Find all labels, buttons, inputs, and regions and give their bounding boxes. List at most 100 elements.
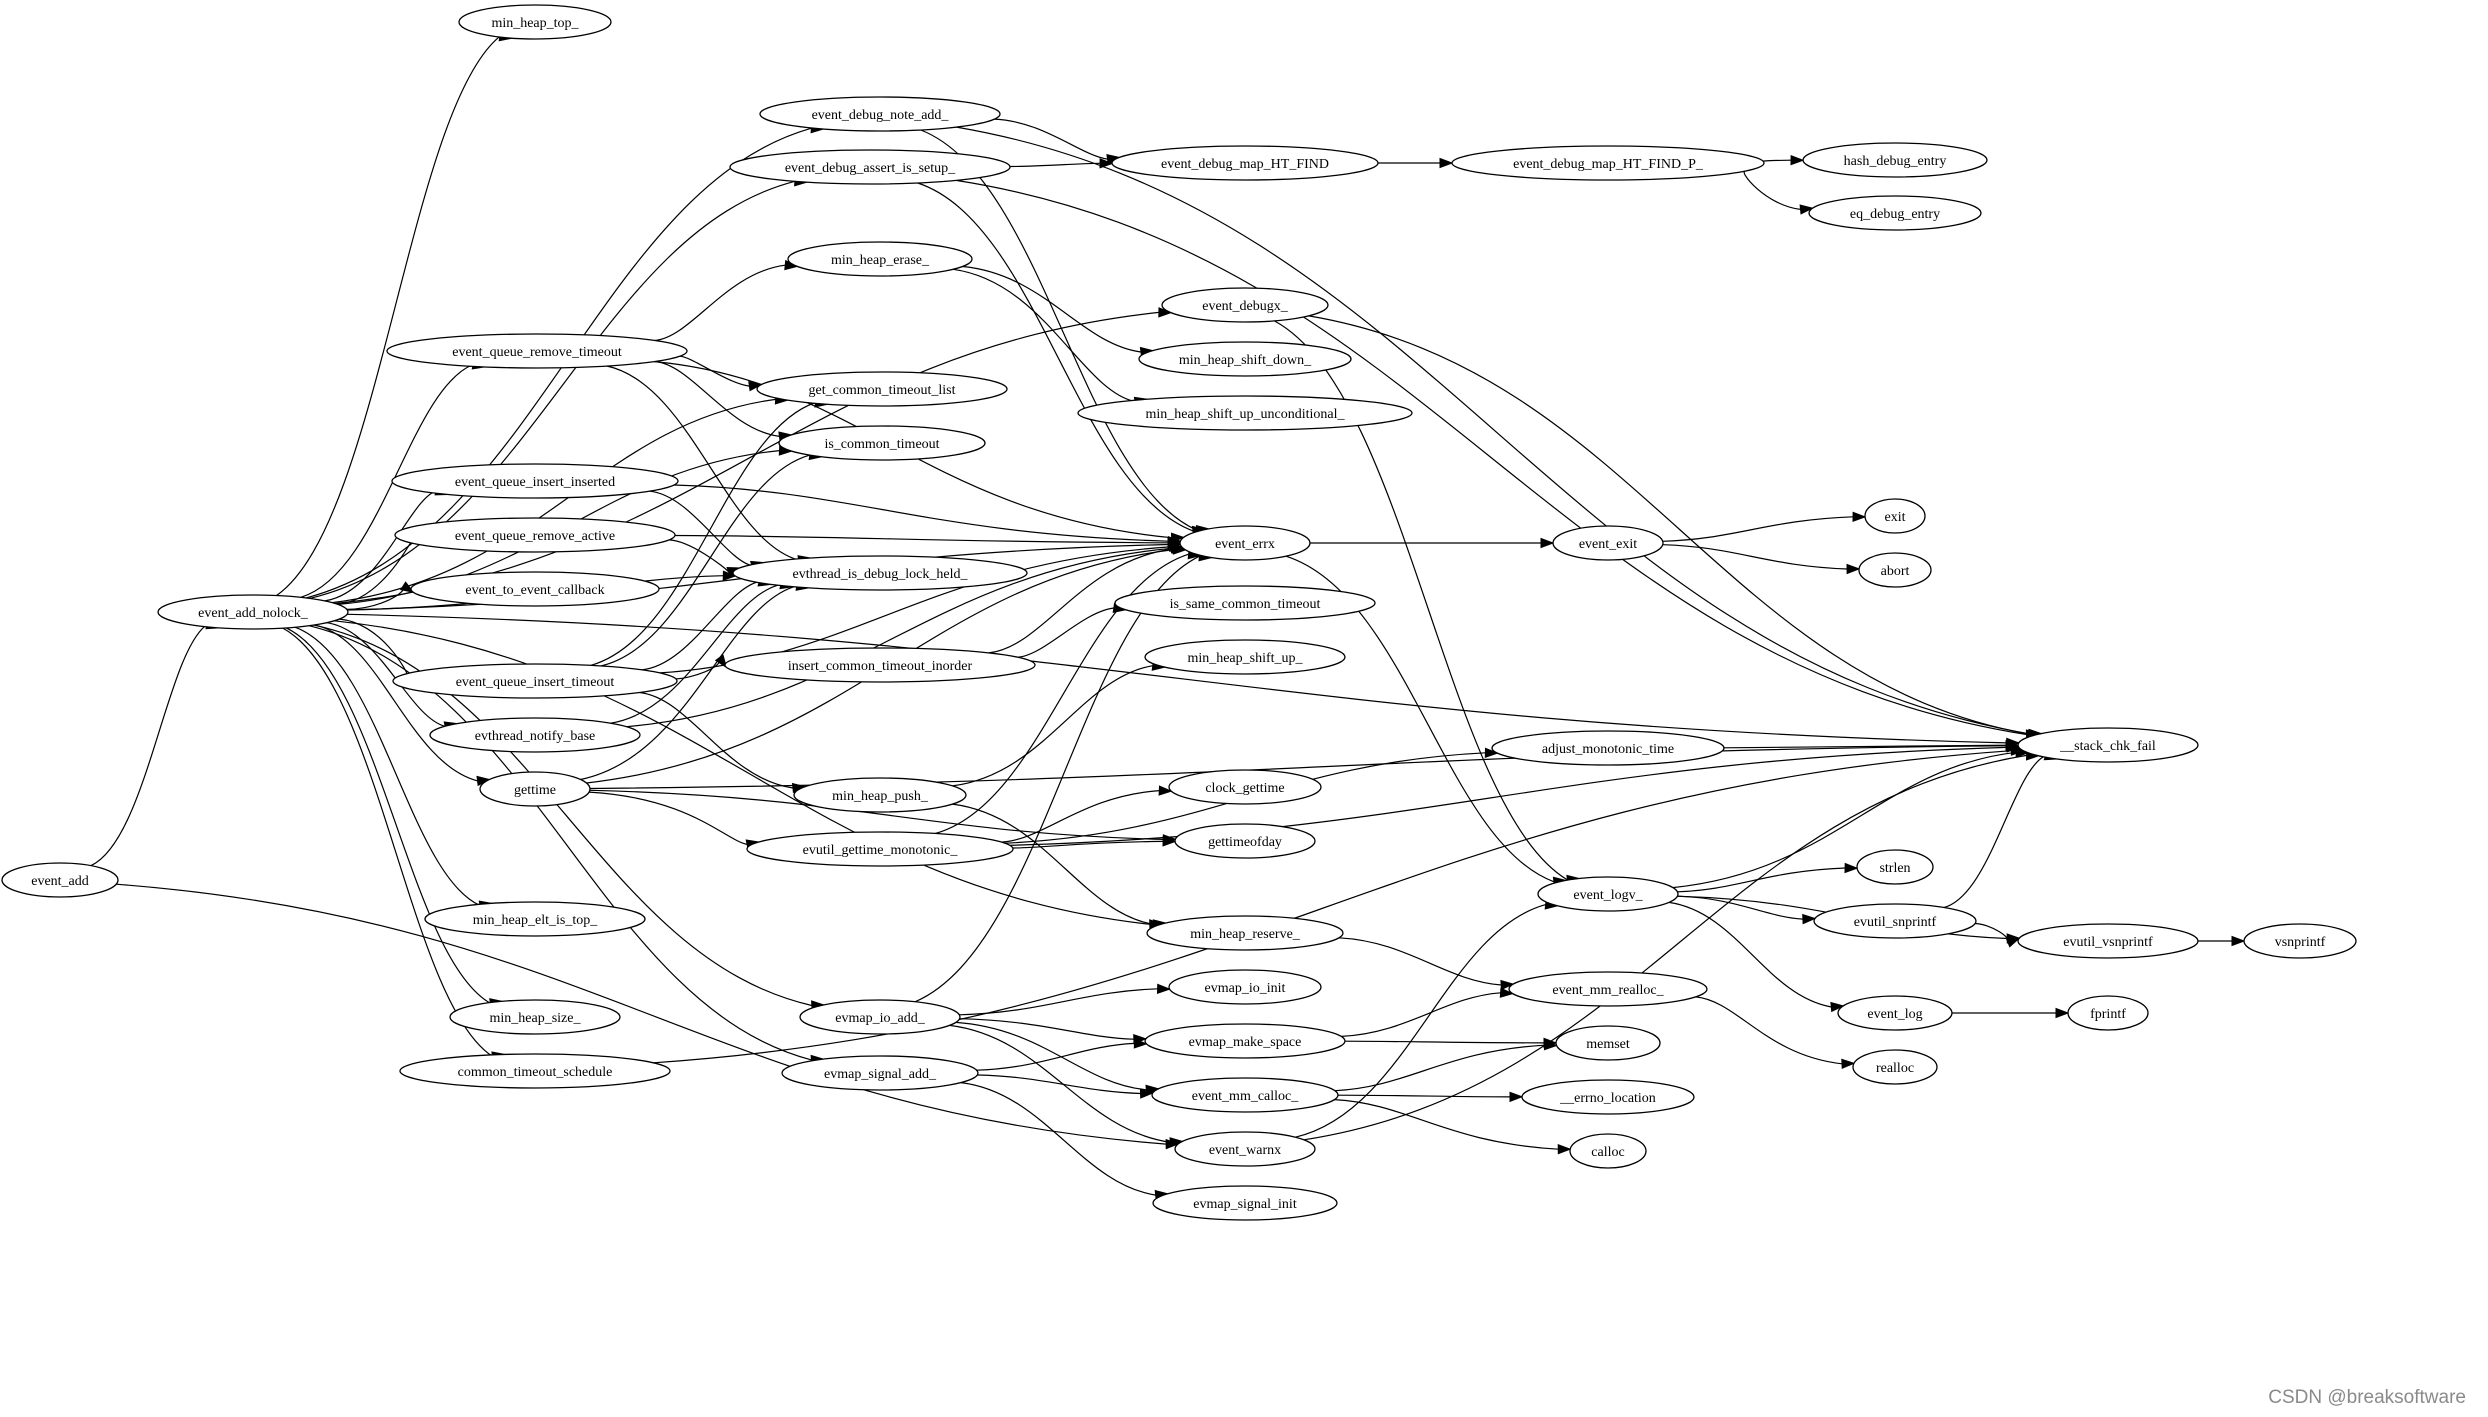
arrowhead [1844, 862, 1859, 874]
arrowhead [1790, 154, 1805, 166]
edge-evthread_notify_base-to-evthread_is_debug_lock_held_ [610, 579, 794, 724]
node-eq_debug_entry: eq_debug_entry [1808, 195, 1982, 231]
node-ellipse [756, 371, 1008, 407]
node-label: __errno_location [1559, 1091, 1656, 1106]
node-min_heap_top_: min_heap_top_ [458, 4, 612, 40]
node-ellipse [1837, 995, 1953, 1031]
edge-line [1695, 996, 1843, 1065]
arrowhead [1540, 537, 1555, 549]
node-ellipse [2243, 923, 2357, 959]
edge-line [309, 180, 796, 599]
node-label: eq_debug_entry [1850, 207, 1940, 222]
arrowhead [1499, 987, 1515, 998]
edge-line [1662, 544, 1848, 570]
node-label: vsnprintf [2275, 935, 2326, 950]
edge-event_queue_remove_timeout-to-min_heap_erase_ [654, 259, 799, 342]
node-event_logv_: event_logv_ [1537, 876, 1679, 912]
edge-line [952, 803, 1154, 925]
edge-line [955, 1021, 1147, 1091]
node-adjust_monotonic_time: adjust_monotonic_time [1491, 730, 1725, 766]
edge-line [1677, 867, 1846, 893]
edge-line [1009, 162, 1101, 168]
node-evutil_snprintf: evutil_snprintf [1813, 903, 1977, 939]
node-ellipse [1864, 498, 1926, 534]
node-event_debug_note_add_: event_debug_note_add_ [759, 96, 1001, 132]
node-vsnprintf: vsnprintf [2243, 923, 2357, 959]
edge-event_exit-to-abort [1662, 544, 1861, 575]
edge-event_add_nolock_-to-min_heap_top_ [276, 31, 514, 596]
node-label: evmap_signal_add_ [824, 1067, 937, 1082]
node-ellipse [1856, 849, 1934, 885]
edge-line [313, 624, 812, 1007]
edge-line [920, 129, 1198, 531]
arrowhead [1852, 511, 1867, 523]
edge-line [286, 627, 491, 1004]
edge-event_queue_remove_active-to-evthread_is_debug_lock_held_ [668, 539, 742, 577]
edge-event_debug_note_add_-to-event_errx [920, 129, 1211, 536]
node-label: event_exit [1579, 537, 1637, 552]
node-min_heap_size_: min_heap_size_ [449, 999, 621, 1035]
node-ellipse [1521, 1079, 1695, 1115]
node-event_queue_remove_active: event_queue_remove_active [394, 517, 676, 553]
edge-line [956, 126, 2030, 735]
edge-line [949, 1024, 1171, 1143]
edge-line [959, 1018, 1134, 1040]
node-event_add: event_add [1, 862, 119, 898]
edge-event_mm_calloc_-to-memset [1334, 1039, 1558, 1092]
edge-line [610, 583, 782, 724]
edge-line [952, 665, 1153, 787]
node-ellipse [1, 862, 119, 898]
node-ellipse [1802, 142, 1988, 178]
arrowhead [1830, 1001, 1845, 1013]
node-label: evutil_snprintf [1854, 915, 1937, 930]
edge-min_heap_reserve_-to-event_mm_realloc_ [1338, 937, 1515, 991]
edge-line [308, 625, 812, 1061]
node-min_heap_shift_down_: min_heap_shift_down_ [1138, 341, 1352, 377]
node-label: exit [1885, 510, 1906, 525]
node-ellipse [1569, 1133, 1647, 1169]
node-ellipse [391, 463, 679, 499]
edge-line [1723, 744, 2007, 749]
node-strlen: strlen [1856, 849, 1934, 885]
edge-line [673, 484, 1169, 542]
arrowhead [1509, 1091, 1524, 1103]
node-label: event_mm_calloc_ [1192, 1089, 1300, 1104]
edge-line [639, 691, 793, 789]
node-evmap_signal_add_: evmap_signal_add_ [781, 1055, 979, 1091]
node-ellipse [729, 149, 1011, 185]
edge-evmap_make_space-to-memset [1344, 1037, 1558, 1049]
arrowhead [1158, 785, 1173, 796]
node-layer: event_addevent_add_nolock_min_heap_top_e… [1, 4, 2357, 1221]
arrowhead [2010, 745, 2025, 756]
node-ellipse [1537, 876, 1679, 912]
edge-line [1943, 754, 2046, 909]
arrowhead [1802, 913, 1817, 925]
node-label: min_heap_elt_is_top_ [473, 913, 598, 928]
node-label: min_heap_size_ [490, 1011, 582, 1026]
node-is_common_timeout: is_common_timeout [778, 425, 986, 461]
node-event_debugx_: event_debugx_ [1161, 287, 1329, 323]
node-label: event_debug_map_HT_FIND_P_ [1513, 157, 1704, 172]
arrowhead [1841, 1058, 1856, 1070]
node-label: common_timeout_schedule [458, 1065, 613, 1080]
node-ellipse [479, 771, 591, 807]
node-label: clock_gettime [1205, 781, 1284, 796]
node-ellipse [410, 571, 660, 607]
node-ellipse [1179, 525, 1311, 561]
node-label: event_debug_assert_is_setup_ [785, 161, 956, 176]
edge-evmap_io_add_-to-event_warnx [949, 1024, 1184, 1148]
edge-line [589, 789, 1164, 840]
edge-event_queue_insert_timeout-to-min_heap_push_ [639, 691, 807, 794]
edge-line [626, 547, 1172, 728]
node-ellipse [793, 777, 967, 813]
edge-evutil_gettime_monotonic_-to-clock_gettime [1001, 785, 1173, 843]
node-ellipse [1077, 395, 1413, 431]
node-label: event_add [31, 874, 89, 889]
edge-event_debugx_-to-__stack_chk_fail [1308, 315, 2043, 740]
arrowhead [1557, 1143, 1572, 1155]
node-label: event_queue_remove_active [455, 529, 615, 544]
node-event_debug_map_HT_FIND: event_debug_map_HT_FIND [1111, 145, 1379, 181]
node-label: calloc [1591, 1145, 1624, 1160]
node-label: adjust_monotonic_time [1542, 742, 1674, 757]
node-event_debug_map_HT_FIND_P_: event_debug_map_HT_FIND_P_ [1451, 145, 1765, 181]
